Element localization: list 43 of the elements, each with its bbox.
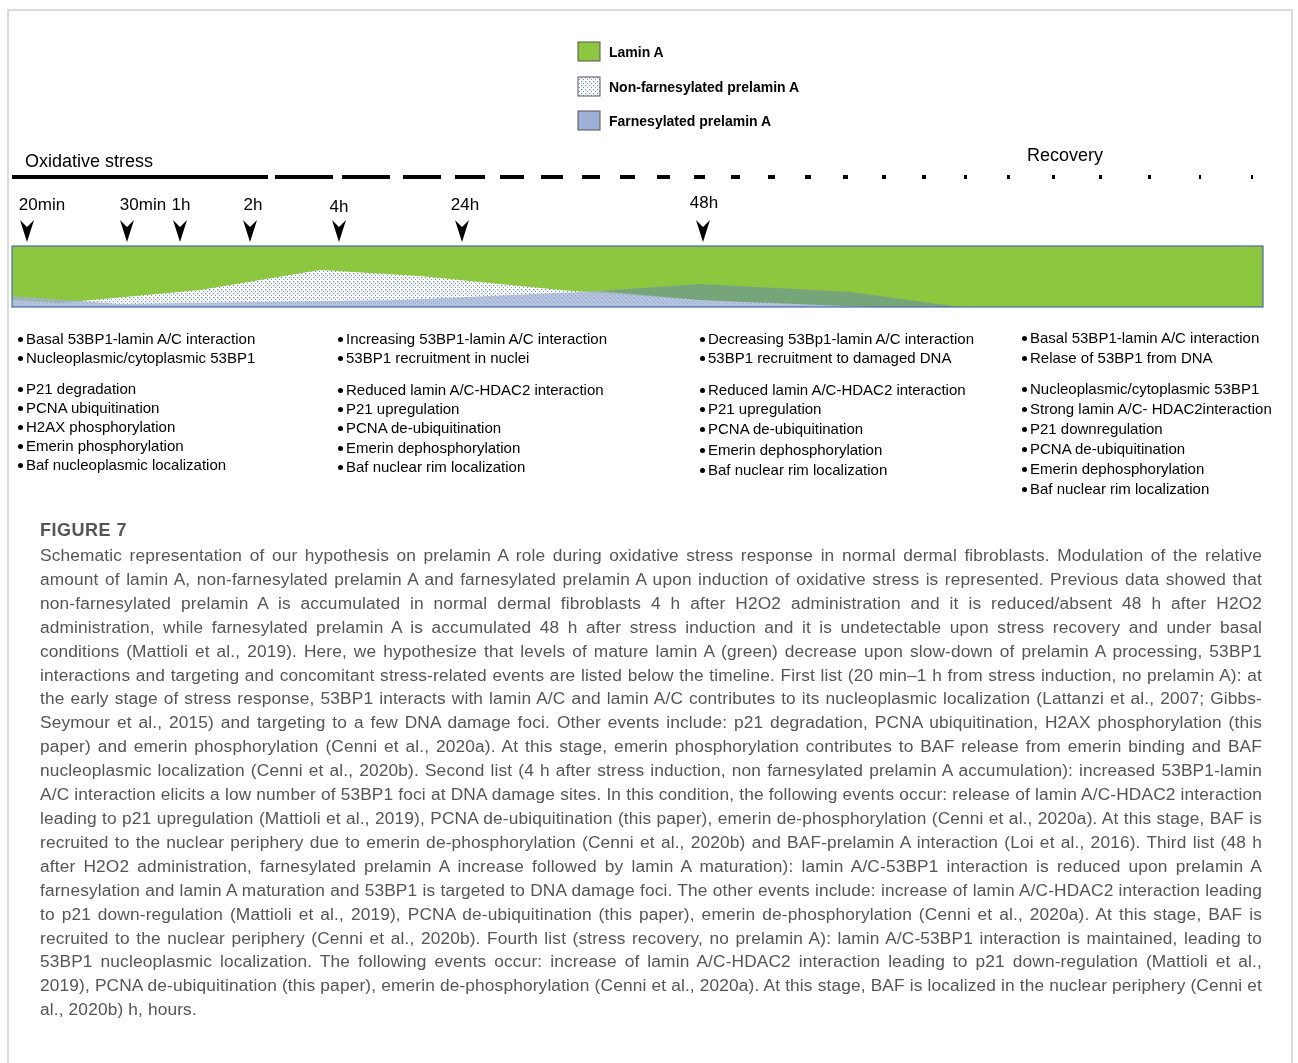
- list-item: Emerin dephosphorylation: [338, 439, 521, 456]
- time-label: 4h: [329, 197, 349, 217]
- list-item: PCNA ubiquitination: [18, 399, 160, 416]
- phase-label: Oxidative stress: [25, 151, 154, 171]
- list-item: Basal 53BP1-lamin A/C interaction: [1022, 329, 1260, 346]
- list-item: PCNA de-ubiquitination: [700, 420, 864, 437]
- time-label: 30min: [119, 195, 167, 215]
- list-item: Baf nuclear rim localization: [700, 461, 888, 478]
- list-item: Nucleoplasmic/cytoplasmic 53BP1: [18, 349, 256, 366]
- time-label: 2h: [243, 195, 263, 215]
- list-item: P21 upregulation: [338, 400, 460, 417]
- list-item: PCNA de-ubiquitination: [338, 419, 502, 436]
- time-label: 20min: [18, 195, 66, 215]
- legend-label: Non-farnesylated prelamin A: [609, 78, 800, 96]
- list-item: H2AX phosphorylation: [18, 418, 176, 435]
- list-item: Emerin dephosphorylation: [700, 441, 883, 458]
- list-item: P21 degradation: [18, 380, 137, 397]
- list-item: Baf nuclear rim localization: [338, 458, 526, 475]
- list-item: Emerin phosphorylation: [18, 437, 184, 454]
- list-item: 53BP1 recruitment in nuclei: [338, 349, 530, 366]
- list-item: Relase of 53BP1 from DNA: [1022, 349, 1213, 366]
- list-item: 53BP1 recruitment to damaged DNA: [700, 349, 952, 366]
- list-item: Emerin dephosphorylation: [1022, 460, 1205, 477]
- caption: Schematic representation of our hypothesis on prelamin A role during oxidative stress response in normal dermal fibroblasts. Modulation of the relative amount of lamin A, non-farnesylated prelamin A and farnesylated prelamin A upon induction of oxidative stress is represented. Previous data showed that non-farnesylated prelamin A is accumulated in normal dermal fibroblasts 4 h after H2O2 administration and it is reduced/absent 48 h after H2O2 administration, while farnesylated prelamin A is accumulated 48 h after stress induction and it is undetectable upon stress recovery and under basal conditions (Mattioli et al., 2019). Here, we hypothesize that levels of mature lamin A (green) decrease upon slow-down of prelamin A processing, 53BP1 interactions and targeting and concomitant stress-related events are listed below the timeline. First list (20 min–1 h from stress induction, no prelamin A): at the early stage of stress response, 53BP1 interacts with lamin A/C and lamin A/C contributes to its nucleoplasmic localization (Lattanzi et al., 2007; Gibbs-Seymour et al., 2015) and targeting to a few DNA damage foci. Other events include: p21 degradation, PCNA ubiquitination, H2AX phosphorylation (this paper) and emerin phosphorylation (Cenni et al., 2020a). At this stage, emerin phosphorylation contributes to BAF release from emerin binding and BAF nucleoplasmic localization (Cenni et al., 2020b). Second list (4 h after stress induction, non farnesylated prelamin A accumulation): increased 53BP1-lamin A/C interaction elicits a low number of 53BP1 foci at DNA damage sites. In this condition, the following events occur: release of lamin A/C-HDAC2 interaction leading to p21 upregulation (Mattioli et al., 2019), PCNA de-ubiquitination (this paper), emerin de-phosphorylation (Cenni et al., 2020a). At this stage, BAF is recruited to the nuclear periphery due to emerin de-phosphorylation (Cenni et al., 2020b) and BAF-prelamin A interaction (Loi et al., 2016). Third list (48 h after H2O2 administration, farnesylated prelamin A increase followed by lamin A maturation): lamin A/C-53BP1 interaction is reduced upon prelamin A farnesylation and lamin A maturation and 53BP1 is targeted to DNA damage foci. The other events include: increase of lamin A/C-HDAC2 interaction leading to p21 down-regulation (Mattioli et al., 2019), PCNA de-ubiquitination (this paper), emerin de-phosphorylation (Cenni et al., 2020a). At this stage, BAF is recruited to the nuclear periphery (Cenni et al., 2020b). Fourth list (stress recovery, no prelamin A): lamin A/C-53BP1 interaction is maintained, leading to 53BP1 nucleoplasmic localization. The following events occur: increase of lamin A/C-HDAC2 interaction leading to p21 down-regulation (Mattioli et al., 2019), PCNA de-ubiquitination (this paper), emerin de-phosphorylation (Cenni et al., 2020a). At this stage, BAF is localized in the nuclear periphery (Cenni et al., 2020b) h, hours.: [40, 544, 1262, 1022]
- list-item: Basal 53BP1-lamin A/C interaction: [18, 330, 256, 347]
- list-item: Nucleoplasmic/cytoplasmic 53BP1: [1022, 380, 1260, 397]
- list-item: PCNA de-ubiquitination: [1022, 440, 1186, 457]
- list-item: Baf nucleoplasmic localization: [18, 456, 227, 473]
- list-item: Reduced lamin A/C-HDAC2 interaction: [700, 381, 966, 398]
- phase-label: Recovery: [1027, 145, 1104, 165]
- list-item: P21 upregulation: [700, 400, 822, 417]
- time-label: 1h: [171, 195, 191, 215]
- list-item: Increasing 53BP1-lamin A/C interaction: [338, 330, 607, 347]
- list-item: P21 downregulation: [1022, 420, 1163, 437]
- figure-label: FIGURE 7: [40, 520, 127, 541]
- time-label: 48h: [689, 193, 719, 213]
- legend-label: Farnesylated prelamin A: [609, 112, 772, 130]
- list-item: Baf nuclear rim localization: [1022, 480, 1210, 497]
- list-item: Decreasing 53Bp1-lamin A/C interaction: [700, 330, 974, 347]
- legend-label: Lamin A: [609, 43, 664, 61]
- time-label: 24h: [450, 195, 480, 215]
- list-item: Reduced lamin A/C-HDAC2 interaction: [338, 381, 604, 398]
- list-item: Strong lamin A/C- HDAC2interaction: [1022, 400, 1272, 417]
